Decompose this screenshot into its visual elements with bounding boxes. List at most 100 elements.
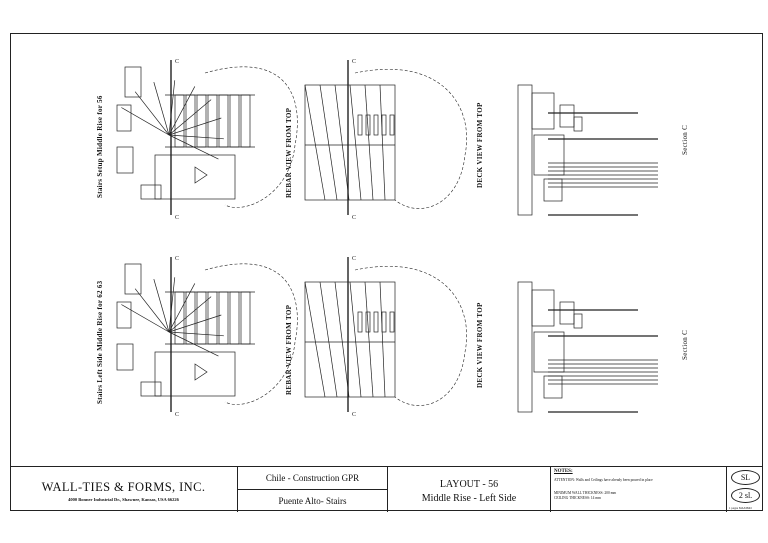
rebar-stirrup (365, 311, 371, 333)
rebar-stirrup (381, 311, 387, 333)
layout-title: LAYOUT - 56 (439, 479, 499, 490)
deck-panel (543, 178, 563, 202)
drawing-frame (10, 33, 763, 511)
rebar-bar (334, 84, 350, 201)
rebar-bar (349, 84, 362, 201)
project-name: Chile - Construction GPR (238, 467, 387, 490)
company-name: WALL-TIES & FORMS, INC. (41, 480, 206, 494)
view-label-section-c-2: Section C (681, 329, 689, 360)
layout-cell: LAYOUT - 56 Middle Rise - Left Side (388, 467, 551, 512)
view-label-stairs-left-side: Stairs Left Side Middle Rise for 62 63 (96, 280, 104, 404)
bracket-strut (153, 279, 170, 333)
company-cell: WALL-TIES & FORMS, INC. 4000 Bonner Indu… (10, 467, 238, 512)
note-attention: ATTENTION: Walls and Ceilings have alrea… (554, 478, 653, 482)
deck-panel (543, 375, 563, 399)
layout-subtitle: Middle Rise - Left Side (421, 493, 517, 504)
view-label-deck-top-2: DECK VIEW FROM TOP (476, 302, 484, 388)
project-cell: Chile - Construction GPR Puente Alto- St… (238, 467, 388, 512)
deck-panel (533, 331, 565, 373)
notes-cell: NOTES: ATTENTION: Walls and Ceilings hav… (551, 467, 727, 512)
company-address: 4000 Bonner Industrial Dr., Shawnee, Kan… (68, 497, 179, 502)
sheet-number-top: SL (731, 470, 760, 485)
bracket-strut (168, 314, 222, 333)
view-label-section-c: Section C (681, 124, 689, 155)
stair-tread (185, 291, 196, 345)
bracket-panel (140, 184, 162, 200)
rebar-stirrup (389, 114, 395, 136)
note-wall-thickness: MINIMUM WALL THICKNESS: 200 mm (554, 491, 617, 495)
section-marker-top-1: C (175, 59, 179, 65)
deck-panel (531, 289, 555, 327)
title-block: WALL-TIES & FORMS, INC. 4000 Bonner Indu… (10, 466, 763, 512)
view-label-stairs-setup: Stairs Setup Middle Rise for 56 (96, 95, 104, 198)
view-label-rebar-top: REBAR VIEW FROM TOP (285, 107, 293, 198)
rebar-stirrup (373, 311, 379, 333)
rebar-bar (304, 84, 326, 201)
revision-cloud (204, 66, 298, 208)
rebar-stirrup (357, 114, 363, 136)
section-marker-bottom-2: C (175, 412, 179, 418)
bracket-panel (116, 146, 134, 174)
bracket-strut (121, 304, 170, 333)
bracket-strut (153, 82, 170, 136)
bracket-strut (168, 86, 196, 136)
rebar-stirrup (389, 311, 395, 333)
section-marker-top-rebar-2: C (352, 256, 356, 262)
direction-arrow (194, 166, 208, 184)
notes-heading: NOTES: (554, 469, 573, 474)
bracket-panel (116, 104, 132, 132)
bracket-panel (124, 263, 142, 295)
rebar-bar (364, 281, 374, 398)
stair-tread (196, 94, 207, 148)
bracket-strut (168, 331, 224, 337)
direction-arrow (194, 363, 208, 381)
rebar-bar (319, 84, 338, 201)
revision-cloud (354, 68, 467, 209)
landing-outline (154, 154, 236, 200)
bracket-strut (121, 107, 170, 136)
revision-cloud (354, 265, 467, 406)
rebar-bar (334, 281, 350, 398)
section-marker-top-rebar-1: C (352, 59, 356, 65)
note-ceiling-thickness: CEILING THICKNESS: 14 mm (554, 496, 601, 500)
stair-tread (218, 94, 229, 148)
rebar-stirrup (365, 114, 371, 136)
deck-panel (573, 116, 583, 132)
bracket-strut (134, 91, 170, 136)
sheet-number-bottom: 2 sl. (731, 488, 760, 503)
stair-tread (185, 94, 196, 148)
section-marker-bottom-rebar-2: C (352, 412, 356, 418)
project-subname: Puente Alto- Stairs (278, 496, 347, 506)
deck-panel (573, 313, 583, 329)
rebar-stirrup (357, 311, 363, 333)
bracket-strut (168, 99, 212, 136)
rebar-bar (349, 281, 362, 398)
section-marker-top-2: C (175, 256, 179, 262)
view-label-rebar-top-2: REBAR VIEW FROM TOP (285, 304, 293, 395)
rebar-bar (304, 281, 326, 398)
bracket-strut (168, 134, 224, 140)
stair-tread (229, 291, 240, 345)
bracket-strut (168, 117, 222, 136)
deck-panel (559, 301, 575, 325)
sheet-footer: 1 pages MAXIMO (729, 506, 752, 510)
bracket-strut (134, 288, 170, 333)
sheet-cell: SL 2 sl. 1 pages MAXIMO (727, 467, 763, 512)
revision-cloud (204, 263, 298, 405)
bracket-panel (140, 381, 162, 397)
stair-tread (240, 94, 251, 148)
bracket-panel (124, 66, 142, 98)
rebar-bar (319, 281, 338, 398)
rebar-bar (364, 84, 374, 201)
stair-tread (240, 291, 251, 345)
view-label-deck-top: DECK VIEW FROM TOP (476, 102, 484, 188)
rebar-bar (379, 84, 386, 201)
deck-panel (559, 104, 575, 128)
rebar-stirrup (381, 114, 387, 136)
deck-panel (533, 134, 565, 176)
landing-outline (154, 351, 236, 397)
rebar-bar (379, 281, 386, 398)
stair-tread (218, 291, 229, 345)
deck-beam (517, 84, 533, 216)
